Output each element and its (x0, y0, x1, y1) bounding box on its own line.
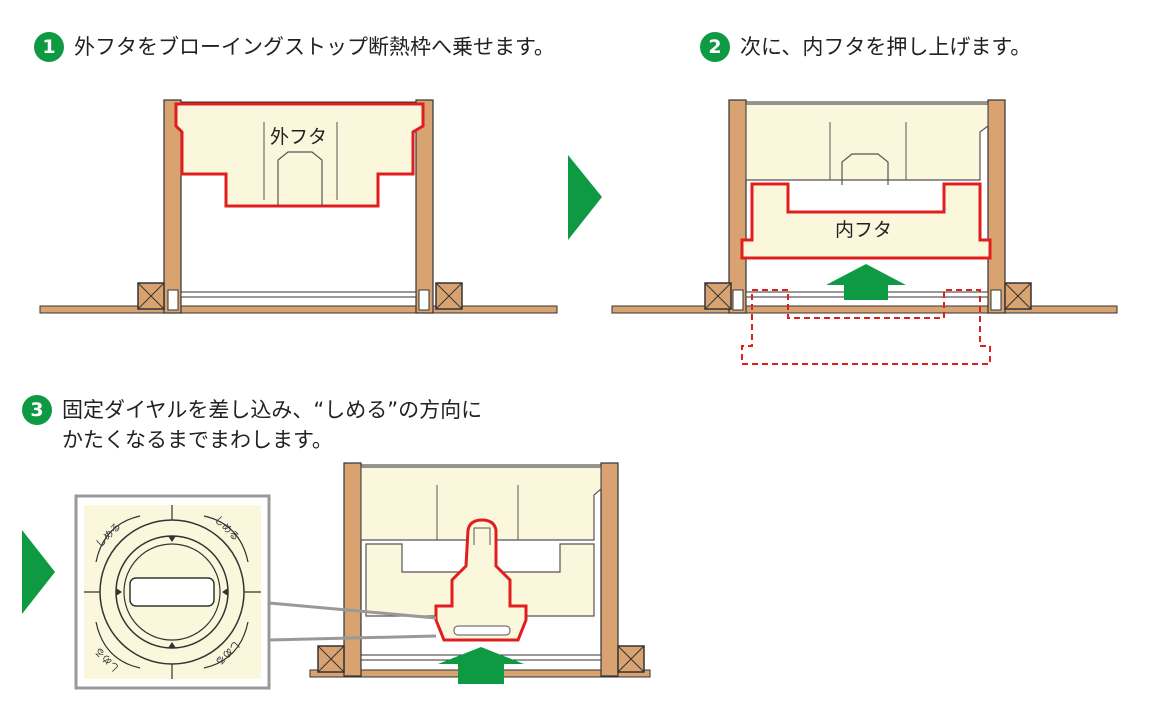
wood-block-right (1004, 282, 1032, 310)
up-arrow-icon (826, 264, 906, 300)
inner-lid-label: 内フタ (835, 219, 892, 241)
inner-lid (740, 182, 992, 260)
outer-lid-placed (745, 103, 989, 181)
frame-wall-right (415, 99, 434, 314)
step-2-caption: 2 次に、内フタを押し上げます。 (700, 32, 1031, 62)
sash-rail (180, 291, 417, 298)
panel-2-diagram: 内フタ (611, 99, 1118, 365)
step-1-caption: 1 外フタをブローイングストップ断熱枠へ乗せます。 (34, 32, 555, 62)
step-1-badge: 1 (34, 32, 64, 62)
up-arrow-icon (438, 647, 524, 684)
wood-block-right (617, 645, 645, 673)
dial-grip (129, 577, 215, 607)
step-2-badge: 2 (700, 32, 730, 62)
outer-lid-label: 外フタ (270, 126, 327, 148)
outer-lid (174, 102, 425, 208)
step-3-caption: 3 固定ダイヤルを差し込み、“しめる”の方向に かたくなるまでまわします。 (22, 395, 482, 455)
callout-line-bottom (268, 634, 437, 642)
step-3-badge: 3 (22, 395, 52, 425)
fixing-dial (434, 518, 528, 642)
panel-3-diagram (309, 462, 651, 684)
inner-lid-previous-position (741, 289, 991, 365)
frame-wall-left (728, 99, 747, 314)
wood-block-right (435, 282, 463, 310)
right-arrow-icon (22, 530, 55, 614)
frame-wall-right (600, 462, 619, 677)
dial-zoom: しめる しめる しめる しめる (74, 494, 271, 690)
frame-wall-left (343, 462, 362, 677)
wood-block-left (317, 645, 345, 673)
wood-block-left (704, 282, 732, 310)
frame-wall-left (163, 99, 182, 314)
ceiling-board (611, 305, 1118, 314)
ceiling-board (39, 305, 558, 314)
step-1-text: 外フタをブローイングストップ断熱枠へ乗せます。 (74, 35, 555, 59)
frame-wall-right (987, 99, 1006, 314)
panel-1-diagram: 外フタ (39, 99, 558, 314)
right-arrow-icon (568, 155, 602, 240)
step-3-text: 固定ダイヤルを差し込み、“しめる”の方向に かたくなるまでまわします。 (62, 395, 482, 455)
step-3-text-line1: 固定ダイヤルを差し込み、“しめる”の方向に (62, 398, 483, 422)
step-2-text: 次に、内フタを押し上げます。 (740, 35, 1032, 59)
step-3-text-line2: かたくなるまでまわします。 (62, 428, 333, 452)
wood-block-left (137, 282, 165, 310)
outer-lid-placed (360, 466, 602, 541)
callout-line-top (268, 601, 437, 620)
